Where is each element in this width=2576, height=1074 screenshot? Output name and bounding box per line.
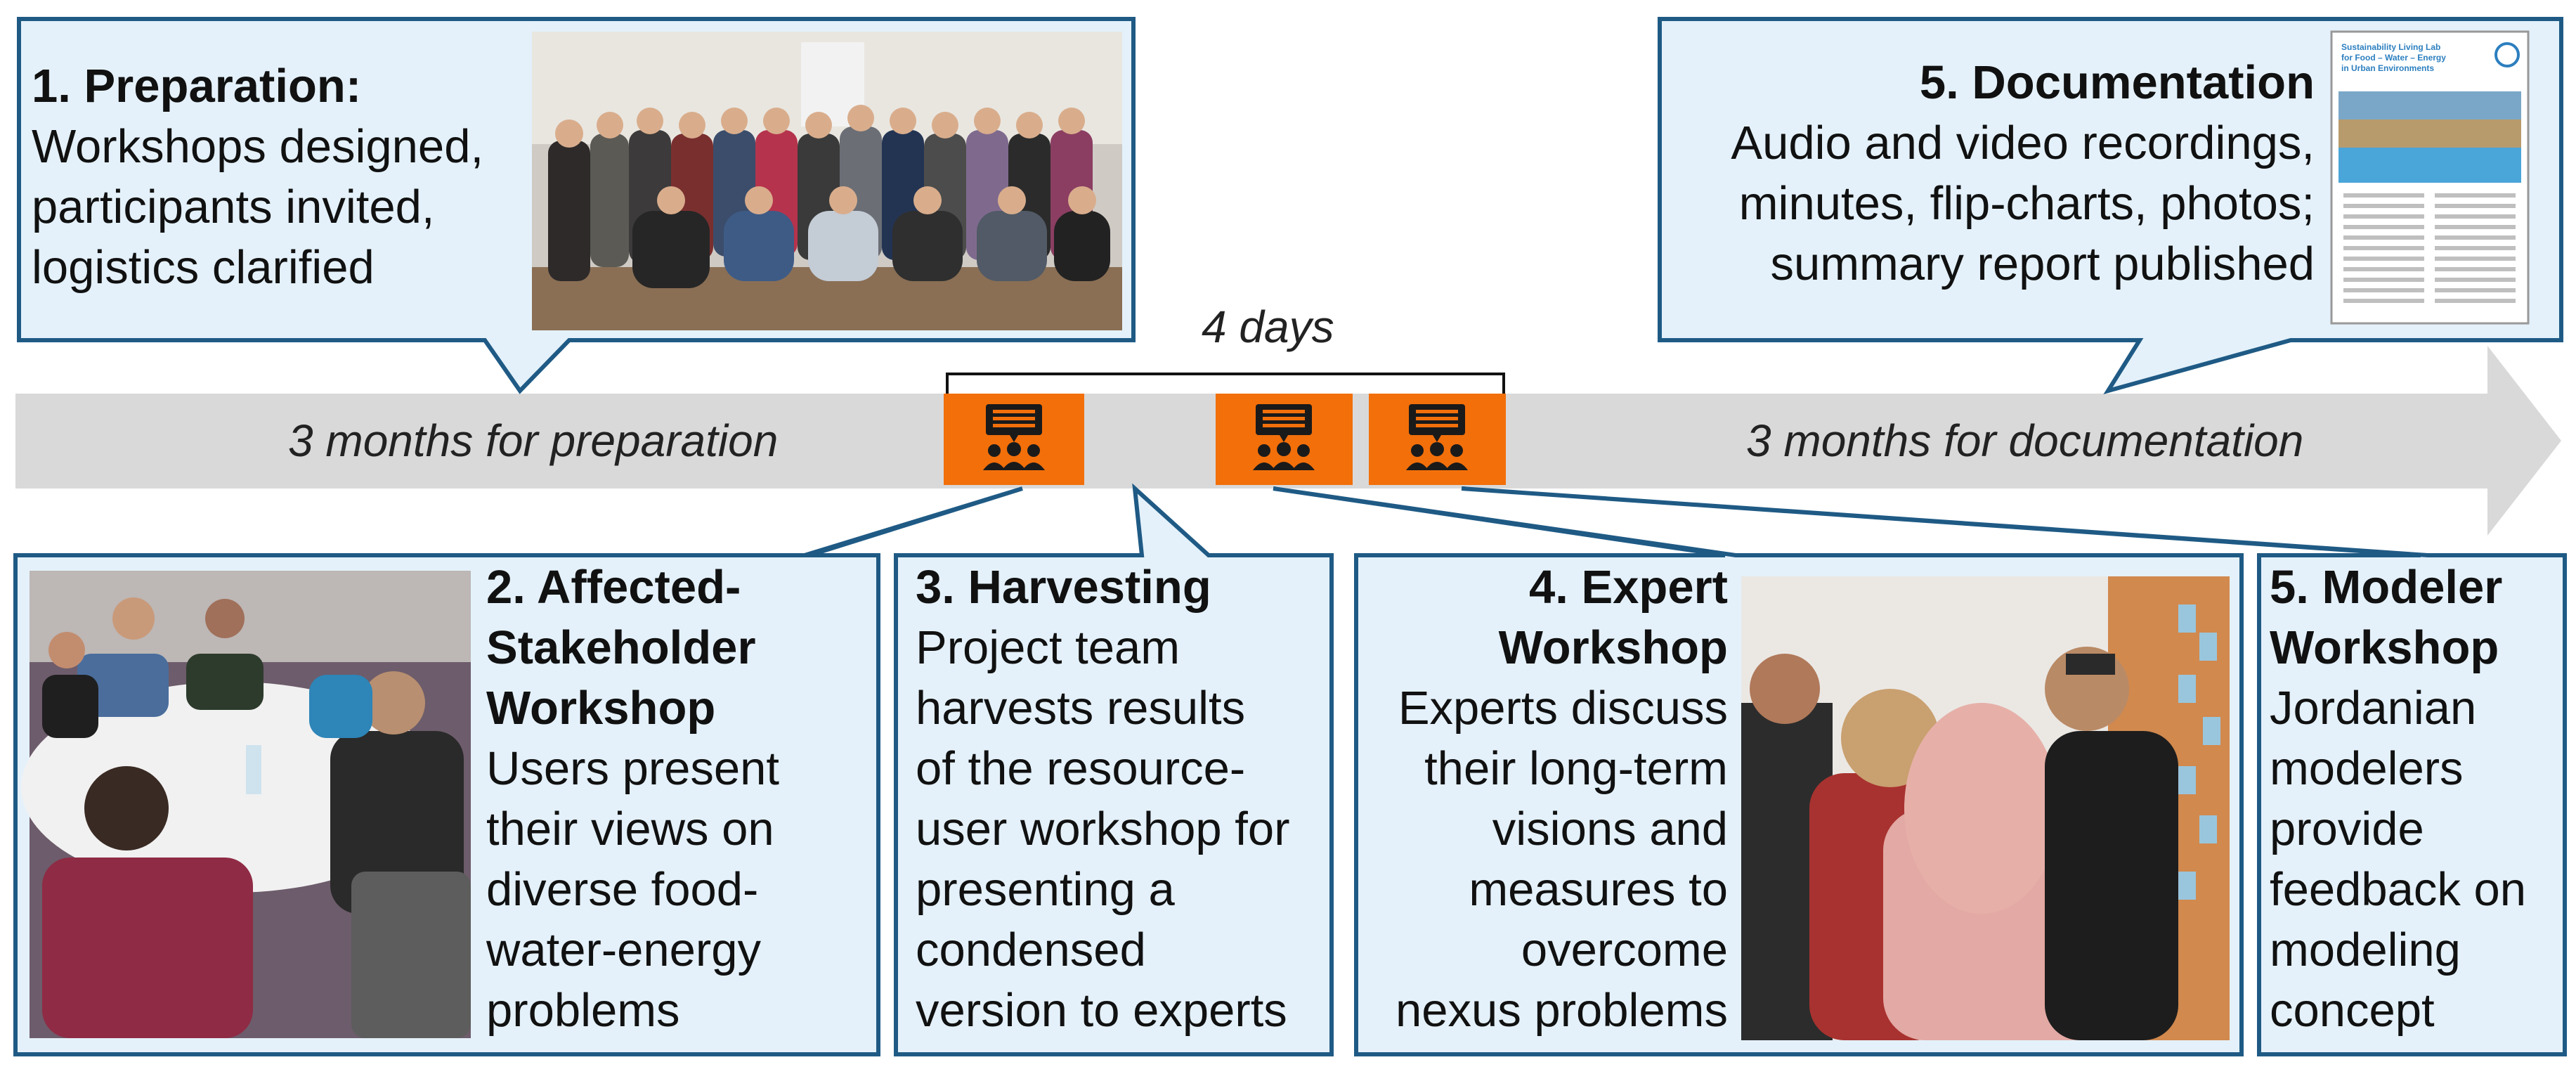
report-title: Sustainability Living Lab for Food – Wat… <box>2341 42 2489 74</box>
harvesting-line: harvests results <box>916 682 1246 735</box>
workshop-marker-1 <box>944 394 1084 485</box>
preparation-heading: 1. Preparation: <box>32 60 362 112</box>
expert-line: overcome <box>1521 924 1728 976</box>
modeler-heading-line: Workshop <box>2270 621 2499 674</box>
documentation-text: 5. Documentation Audio and video recordi… <box>1731 53 2315 295</box>
stakeholder-line: problems <box>486 984 680 1037</box>
report-title-line: for Food – Water – Energy <box>2341 53 2446 63</box>
stakeholder-heading-line: Stakeholder <box>486 621 756 674</box>
harvesting-line: of the resource- <box>916 742 1246 795</box>
stakeholder-line: Users present <box>486 742 780 795</box>
harvesting-text: 3. Harvesting Project team harvests resu… <box>916 557 1290 1041</box>
report-title-line: in Urban Environments <box>2341 63 2435 73</box>
modeler-workshop-callout <box>1461 486 2567 1056</box>
workshops-duration-label: 4 days <box>1202 302 1334 352</box>
stakeholder-heading-line: Workshop <box>486 682 716 735</box>
expert-line: nexus problems <box>1396 984 1728 1037</box>
preparation-text: 1. Preparation: Workshops designed, part… <box>32 56 483 298</box>
modeler-line: Jordanian <box>2270 682 2477 735</box>
stakeholder-workshop-photo <box>21 571 471 1038</box>
harvesting-callout <box>894 483 1334 1056</box>
modeler-heading-line: 5. Modeler <box>2270 561 2503 614</box>
expert-workshop-photo <box>1741 576 2230 1040</box>
presentation-audience-icon <box>1253 404 1315 470</box>
preparation-line: Workshops designed, <box>32 120 484 173</box>
expert-line: measures to <box>1469 863 1728 916</box>
stakeholder-line: diverse food- <box>486 863 759 916</box>
harvesting-line: version to experts <box>916 984 1287 1037</box>
documentation-line: summary report published <box>1770 238 2315 290</box>
group-photo <box>532 32 1122 330</box>
stakeholder-heading-line: 2. Affected- <box>486 561 741 614</box>
modeler-workshop-text: 5. Modeler Workshop Jordanian modelers p… <box>2270 557 2526 1041</box>
presentation-audience-icon <box>983 404 1045 470</box>
harvesting-line: condensed <box>916 924 1146 976</box>
summary-report-thumbnail <box>2330 30 2530 325</box>
modeler-line: modelers <box>2270 742 2464 795</box>
modeler-line: feedback on <box>2270 863 2527 916</box>
stakeholder-workshop-text: 2. Affected- Stakeholder Workshop Users … <box>486 557 779 1041</box>
report-title-line: Sustainability Living Lab <box>2341 42 2441 52</box>
modeler-line: provide <box>2270 803 2424 855</box>
four-days-bracket <box>946 373 1505 394</box>
workshop-marker-3 <box>1369 394 1506 485</box>
stakeholder-line: water-energy <box>486 924 762 976</box>
harvesting-line: presenting a <box>916 863 1175 916</box>
expert-heading-line: 4. Expert <box>1528 561 1728 614</box>
harvesting-heading: 3. Harvesting <box>916 561 1211 614</box>
modeler-line: concept <box>2270 984 2435 1037</box>
workshop-marker-2 <box>1216 394 1353 485</box>
preparation-duration-label: 3 months for preparation <box>288 415 779 466</box>
expert-line: their long-term <box>1424 742 1728 795</box>
harvesting-line: Project team <box>916 621 1180 674</box>
documentation-duration-label: 3 months for documentation <box>1746 415 2304 466</box>
preparation-line: logistics clarified <box>32 241 375 294</box>
documentation-line: minutes, flip-charts, photos; <box>1738 177 2315 230</box>
harvesting-line: user workshop for <box>916 803 1290 855</box>
documentation-heading: 5. Documentation <box>1919 56 2315 109</box>
preparation-line: participants invited, <box>32 181 435 233</box>
presentation-audience-icon <box>1406 404 1468 470</box>
expert-line: Experts discuss <box>1398 682 1728 735</box>
modeler-line: modeling <box>2270 924 2461 976</box>
expert-workshop-text: 4. Expert Workshop Experts discuss their… <box>1396 557 1728 1041</box>
stakeholder-line: their views on <box>486 803 774 855</box>
expert-line: visions and <box>1492 803 1728 855</box>
documentation-line: Audio and video recordings, <box>1731 117 2315 169</box>
expert-heading-line: Workshop <box>1498 621 1728 674</box>
